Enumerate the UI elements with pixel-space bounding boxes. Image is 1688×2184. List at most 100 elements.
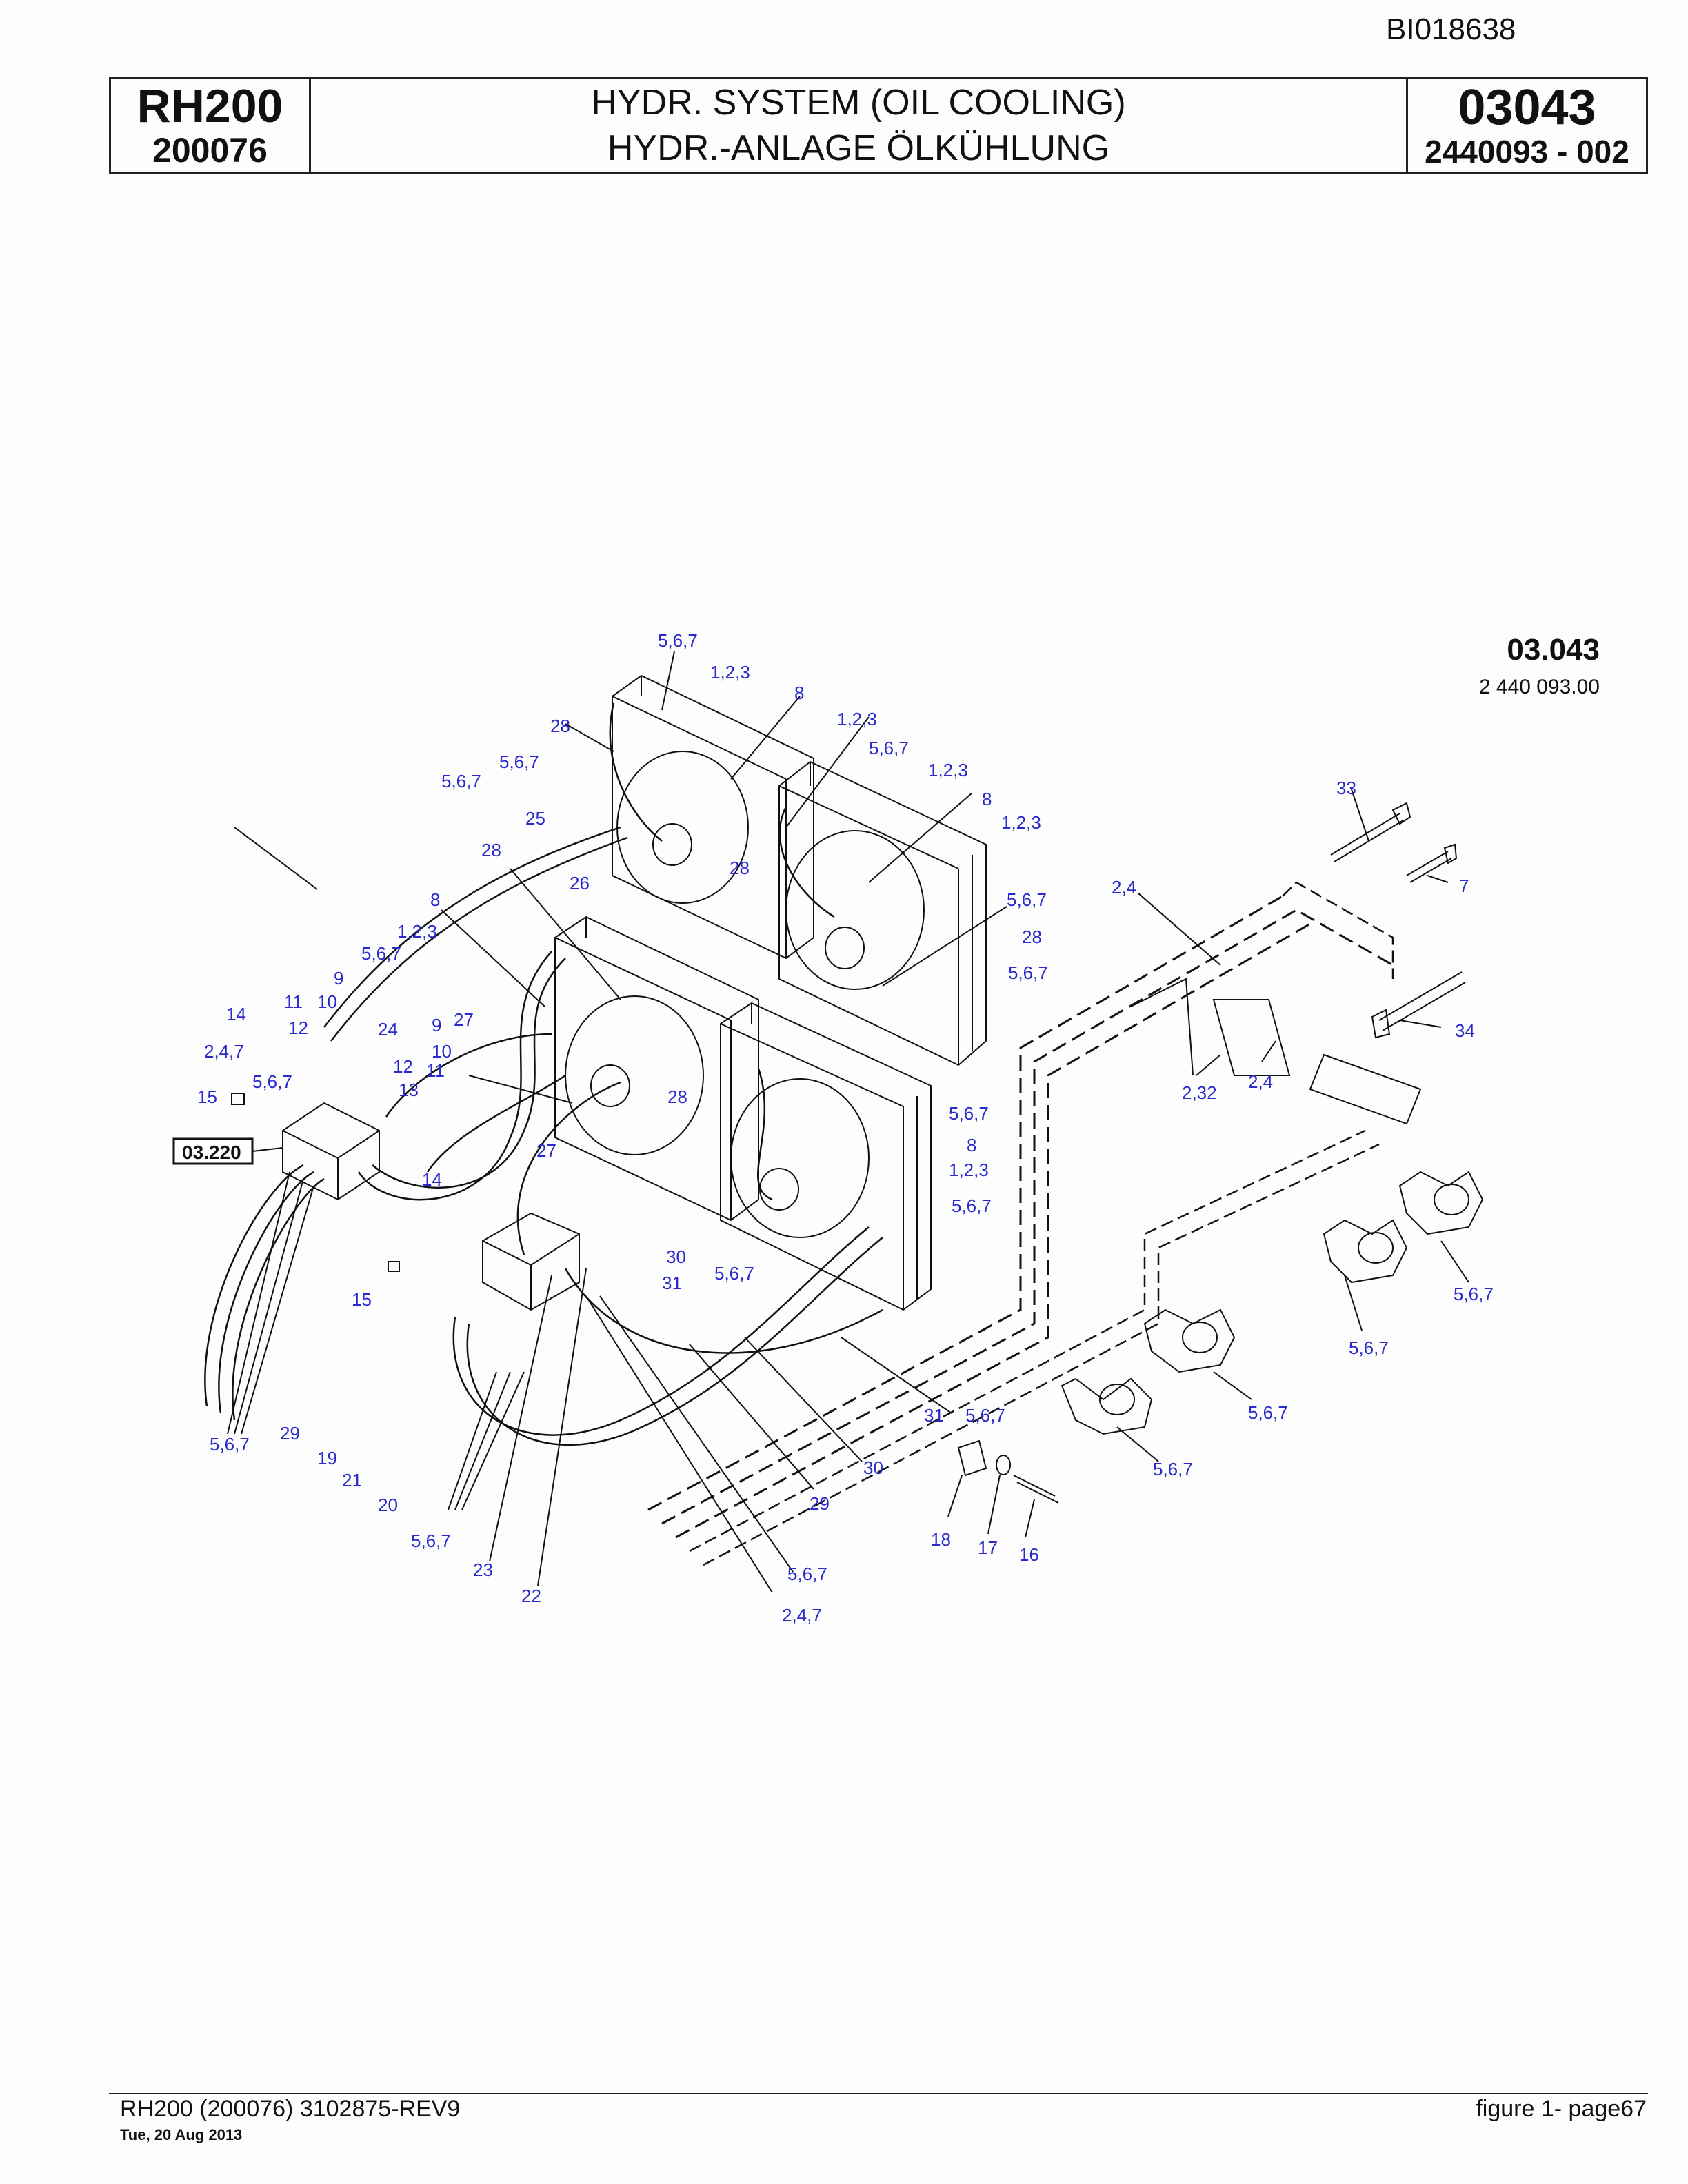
- callout: 13: [399, 1080, 419, 1100]
- footer-page-number: figure 1- page67: [1476, 2096, 1647, 2122]
- callout: 5,6,7: [787, 1564, 827, 1584]
- callout: 5,6,7: [441, 771, 481, 791]
- callout: 7: [1459, 876, 1469, 896]
- model-cell: RH200 200076: [111, 79, 311, 172]
- callout: 1,2,3: [1001, 812, 1041, 833]
- callout: 22: [521, 1586, 541, 1606]
- callout: 5,6,7: [949, 1103, 989, 1124]
- footer-document-reference: RH200 (200076) 3102875-REV9: [120, 2096, 461, 2122]
- callout: 10: [432, 1041, 452, 1062]
- group-number: 03043: [1458, 80, 1596, 135]
- plugs-15: [231, 1093, 400, 1272]
- part-callouts: 5,6,7 1,2,3 8 28 1,2,3 5,6,7 5,6,7 5,6,7…: [197, 630, 1494, 1626]
- valve-block-left: [282, 1102, 380, 1201]
- callout: 30: [666, 1246, 686, 1267]
- callout: 17: [978, 1537, 998, 1558]
- callout: 2,32: [1182, 1082, 1217, 1103]
- callout: 5,6,7: [1349, 1337, 1389, 1358]
- callout: 20: [378, 1495, 398, 1515]
- callout: 5,6,7: [952, 1195, 992, 1216]
- callout: 9: [432, 1015, 441, 1035]
- callout: 27: [454, 1009, 474, 1030]
- callout: 30: [863, 1457, 883, 1478]
- callout: 14: [422, 1169, 442, 1190]
- model-name: RH200: [137, 80, 283, 132]
- callout: 18: [931, 1529, 951, 1550]
- footer-date: Tue, 20 Aug 2013: [120, 2126, 243, 2143]
- callout-leader-lines: [227, 651, 1469, 1593]
- callout: 24: [378, 1019, 398, 1040]
- callout: 34: [1455, 1020, 1475, 1041]
- number-cell: 03043 2440093 - 002: [1408, 79, 1646, 172]
- callout: 8: [430, 889, 440, 910]
- callout: 8: [967, 1135, 976, 1155]
- callout: 5,6,7: [1008, 962, 1048, 983]
- callout: 5,6,7: [1153, 1459, 1193, 1479]
- callout: 5,6,7: [869, 738, 909, 758]
- callout: 1,2,3: [928, 760, 968, 780]
- callout: 23: [473, 1559, 493, 1580]
- title-block: RH200 200076 HYDR. SYSTEM (OIL COOLING) …: [109, 77, 1648, 174]
- callout: 5,6,7: [714, 1263, 754, 1284]
- callout: 28: [550, 716, 570, 736]
- callout: 5,6,7: [411, 1530, 451, 1551]
- cross-reference-label[interactable]: 03.220: [182, 1142, 241, 1163]
- hydraulic-hoses: [204, 702, 883, 1446]
- valve-block-center: [482, 1212, 580, 1311]
- callout: 5,6,7: [1248, 1402, 1288, 1423]
- callout: 12: [393, 1056, 413, 1077]
- callout: 5,6,7: [210, 1434, 250, 1455]
- callout: 5,6,7: [658, 630, 698, 651]
- callout: 15: [352, 1289, 372, 1310]
- callout: 28: [730, 858, 750, 878]
- pin-7: [1406, 843, 1458, 883]
- oil-cooler-unit-3: [554, 916, 759, 1222]
- figure-part: 2 440 093.00: [1478, 676, 1600, 698]
- callout: 29: [280, 1423, 300, 1444]
- callout: 2,4: [1248, 1071, 1273, 1092]
- callout: 1,2,3: [837, 709, 877, 729]
- callout: 21: [342, 1470, 362, 1490]
- callout: 15: [197, 1086, 217, 1107]
- figure-group: 03.043: [1507, 633, 1600, 667]
- sensor-34: [1371, 971, 1466, 1039]
- oil-cooler-unit-4: [720, 1002, 932, 1311]
- diagram-drawing: 03.220: [172, 651, 1484, 1593]
- callout: 26: [570, 873, 590, 893]
- footer-divider: [109, 2093, 1648, 2094]
- callout: 11: [284, 991, 303, 1012]
- callout: 5,6,7: [499, 751, 539, 772]
- pump-3: [1323, 1219, 1408, 1284]
- document-id: BI018638: [1386, 12, 1516, 46]
- callout: 28: [1022, 927, 1042, 947]
- callout: 5,6,7: [1007, 889, 1047, 910]
- bolt-33: [1330, 802, 1411, 862]
- mounting-plate: [1130, 978, 1422, 1125]
- callout: 14: [226, 1004, 246, 1024]
- callout: 33: [1336, 778, 1356, 798]
- callout: 1,2,3: [397, 921, 437, 942]
- part-number: 2440093 - 002: [1425, 134, 1629, 170]
- oil-cooler-unit-2: [778, 760, 987, 1066]
- callout: 5,6,7: [965, 1405, 1005, 1426]
- title-cell: HYDR. SYSTEM (OIL COOLING) HYDR.-ANLAGE …: [311, 79, 1408, 172]
- callout: 12: [288, 1018, 308, 1038]
- figure-reference: 03.043 2 440 093.00: [1462, 633, 1600, 699]
- callout: 1,2,3: [949, 1160, 989, 1180]
- callout: 28: [481, 840, 501, 860]
- callout: 10: [317, 991, 337, 1012]
- callout: 19: [317, 1448, 337, 1468]
- callout: 2,4,7: [782, 1605, 822, 1626]
- pump-1: [1061, 1377, 1153, 1435]
- callout: 1,2,3: [710, 662, 750, 682]
- callout: 5,6,7: [1454, 1284, 1494, 1304]
- callout: 2,4: [1112, 877, 1136, 898]
- callout: 31: [924, 1405, 944, 1426]
- callout: 11: [426, 1060, 445, 1081]
- spacer-bolt-washer: [957, 1439, 1059, 1504]
- title-german: HYDR.-ANLAGE ÖLKÜHLUNG: [607, 128, 1110, 168]
- serial-number: 200076: [152, 131, 268, 170]
- pump-connection-dashed-lines: [647, 881, 1394, 1566]
- pump-4: [1398, 1171, 1484, 1235]
- pump-2: [1143, 1308, 1236, 1373]
